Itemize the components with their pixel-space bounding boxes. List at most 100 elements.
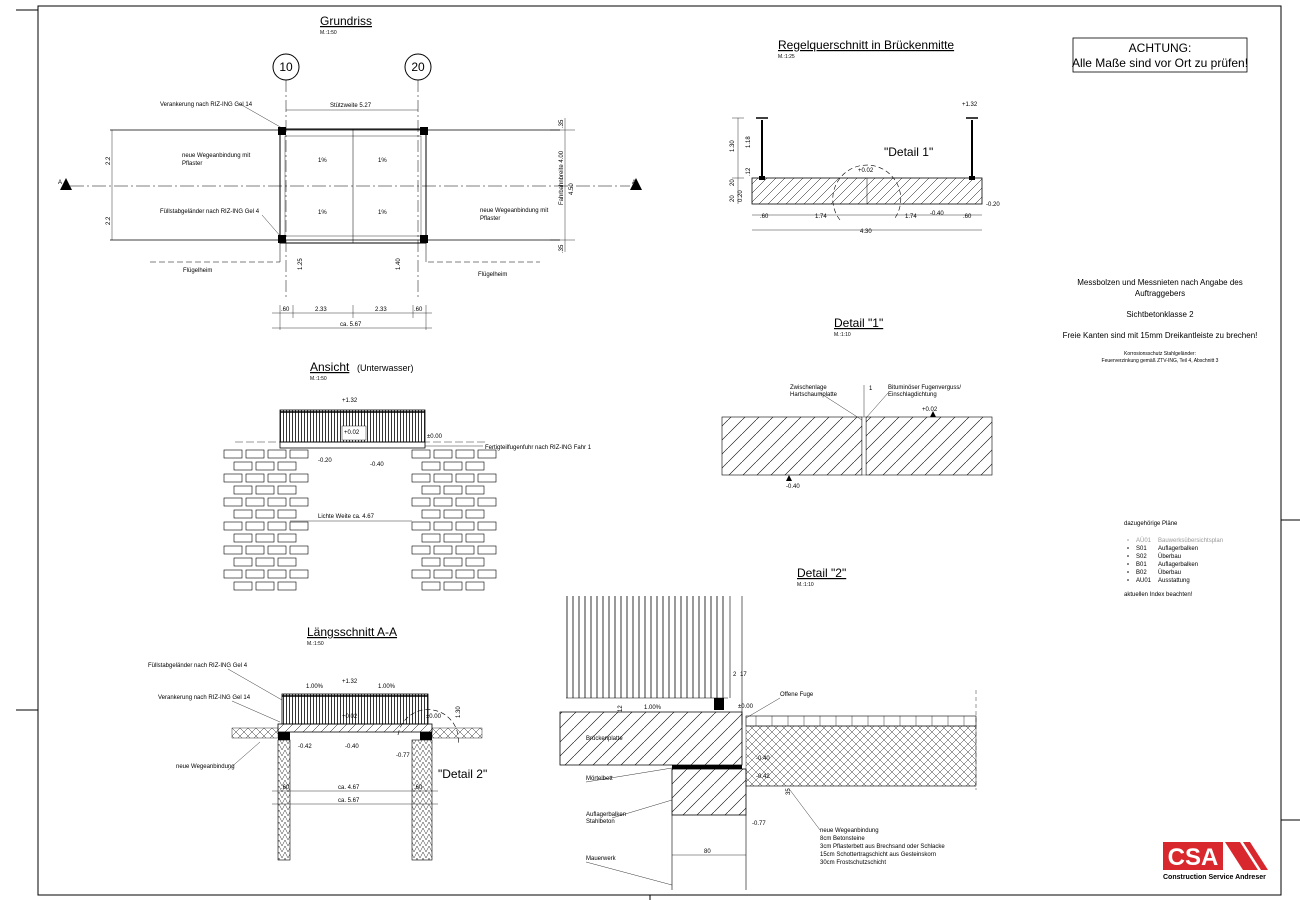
- plan-code: S02: [1136, 554, 1147, 560]
- svg-text:-0.77: -0.77: [752, 821, 766, 827]
- detail1-elev-bottom: -0.40: [786, 484, 800, 490]
- brick: [421, 509, 441, 519]
- brick: [289, 545, 309, 555]
- detail2-scale: M.:1:10: [797, 582, 814, 588]
- brick: [433, 497, 453, 507]
- brick: [421, 485, 441, 495]
- svg-text:Stahlbeton: Stahlbeton: [586, 819, 615, 825]
- svg-text:Messbolzen und Messnieten nach: Messbolzen und Messnieten nach Angabe de…: [1077, 278, 1242, 287]
- brick: [289, 497, 309, 507]
- svg-text:-0.77: -0.77: [396, 753, 410, 759]
- brick: [255, 461, 275, 471]
- svg-text:Freie Kanten sind mit 15mm Dre: Freie Kanten sind mit 15mm Dreikantleist…: [1063, 331, 1258, 340]
- regelquerschnitt-title: Regelquerschnitt in Brückenmitte: [778, 38, 954, 52]
- svg-text:20: 20: [730, 195, 736, 202]
- brick: [411, 497, 431, 507]
- brick: [411, 545, 431, 555]
- warning-title: ACHTUNG:: [1129, 41, 1192, 55]
- svg-text:2.33: 2.33: [315, 307, 327, 313]
- dim-35b: .35: [559, 244, 565, 253]
- warning-text: Alle Maße sind vor Ort zu prüfen!: [1072, 56, 1248, 70]
- wegeanbindung-left: neue Wegeanbindung mit: [182, 153, 251, 159]
- sheet-border: [37, 5, 1282, 896]
- svg-text:-0.42: -0.42: [756, 774, 770, 780]
- brick: [223, 521, 243, 531]
- brick: [245, 473, 265, 483]
- section-mark-left: A: [58, 180, 62, 186]
- svg-text:8cm Betonsteine: 8cm Betonsteine: [820, 836, 865, 842]
- plan-name: Ausstattung: [1158, 578, 1190, 584]
- detail1-title: Detail "1": [834, 316, 883, 330]
- brick: [267, 569, 287, 579]
- plan-list-footer: aktuellen Index beachten!: [1124, 592, 1193, 598]
- brick: [223, 449, 243, 459]
- section-total: 4.30: [860, 229, 872, 235]
- dim-450: 4.50: [569, 183, 575, 195]
- ansicht-subtitle: (Unterwasser): [357, 363, 414, 373]
- mauerwerk-label: Mauerwerk: [586, 856, 617, 862]
- svg-text:20: 20: [730, 179, 736, 186]
- brick: [289, 473, 309, 483]
- brick: [233, 485, 253, 495]
- brick: [289, 521, 309, 531]
- svg-text:Pflaster: Pflaster: [480, 216, 500, 222]
- brick: [443, 485, 463, 495]
- svg-text:+1.32: +1.32: [342, 679, 358, 685]
- gelaender-label: Füllstabgeländer nach RIZ-ING Gel 4: [160, 209, 260, 215]
- brick: [223, 545, 243, 555]
- brick: [411, 473, 431, 483]
- brick: [277, 509, 297, 519]
- brick: [277, 557, 297, 567]
- brick: [267, 497, 287, 507]
- section-arrow-left: [60, 178, 72, 190]
- brick: [477, 521, 497, 531]
- brick: [443, 533, 463, 543]
- svg-text:1.30: 1.30: [730, 140, 736, 152]
- svg-text:-0.40: -0.40: [345, 744, 359, 750]
- section-mark-right: A: [632, 180, 636, 186]
- plan-name: Auflagerbalken: [1158, 546, 1198, 552]
- brick: [477, 569, 497, 579]
- svg-text:1.74: 1.74: [905, 214, 917, 220]
- grundriss-scale: M.:1:50: [320, 30, 337, 36]
- brick: [255, 557, 275, 567]
- detail2-view: Detail "2" M.:1:10 1.00% ±0.00 -0.40 -0.…: [559, 566, 977, 890]
- brick: [411, 449, 431, 459]
- svg-text:Verankerung nach RIZ-ING Gel 1: Verankerung nach RIZ-ING Gel 14: [158, 695, 251, 701]
- brick: [465, 461, 485, 471]
- brick: [289, 569, 309, 579]
- svg-text:Pflaster: Pflaster: [182, 161, 202, 167]
- svg-text:-0.20: -0.20: [318, 458, 332, 464]
- brick: [477, 449, 497, 459]
- svg-text:2.33: 2.33: [375, 307, 387, 313]
- brick: [433, 545, 453, 555]
- brick: [223, 497, 243, 507]
- svg-text:.12: .12: [746, 167, 752, 176]
- svg-text:.60: .60: [281, 307, 290, 313]
- brick: [233, 461, 253, 471]
- svg-text:+1.32: +1.32: [342, 398, 358, 404]
- svg-text:Sichtbetonklasse 2: Sichtbetonklasse 2: [1126, 310, 1194, 319]
- brick: [455, 545, 475, 555]
- brick: [277, 581, 297, 591]
- brick: [455, 473, 475, 483]
- axis-label-20: 20: [411, 60, 425, 74]
- ansicht-scale: M.:1:50: [310, 376, 327, 382]
- svg-text:Füllstabgeländer nach RIZ-ING: Füllstabgeländer nach RIZ-ING Gel 4: [148, 663, 248, 669]
- brick: [233, 533, 253, 543]
- svg-text:+0.02: +0.02: [342, 714, 358, 720]
- plan-name: Auflagerbalken: [1158, 562, 1198, 568]
- total-length: ca. 5.67: [340, 322, 362, 328]
- svg-text:-0.40: -0.40: [756, 756, 770, 762]
- detail2-callout: [397, 709, 459, 746]
- svg-text:15cm Schottertragschicht aus: 15cm Schottertragschicht aus Gesteinskor…: [820, 852, 936, 858]
- brick: [245, 545, 265, 555]
- plan-code: S01: [1136, 546, 1147, 552]
- svg-text:1.00%: 1.00%: [378, 684, 396, 690]
- detail2-callout-label: "Detail 2": [438, 767, 487, 781]
- brick: [233, 581, 253, 591]
